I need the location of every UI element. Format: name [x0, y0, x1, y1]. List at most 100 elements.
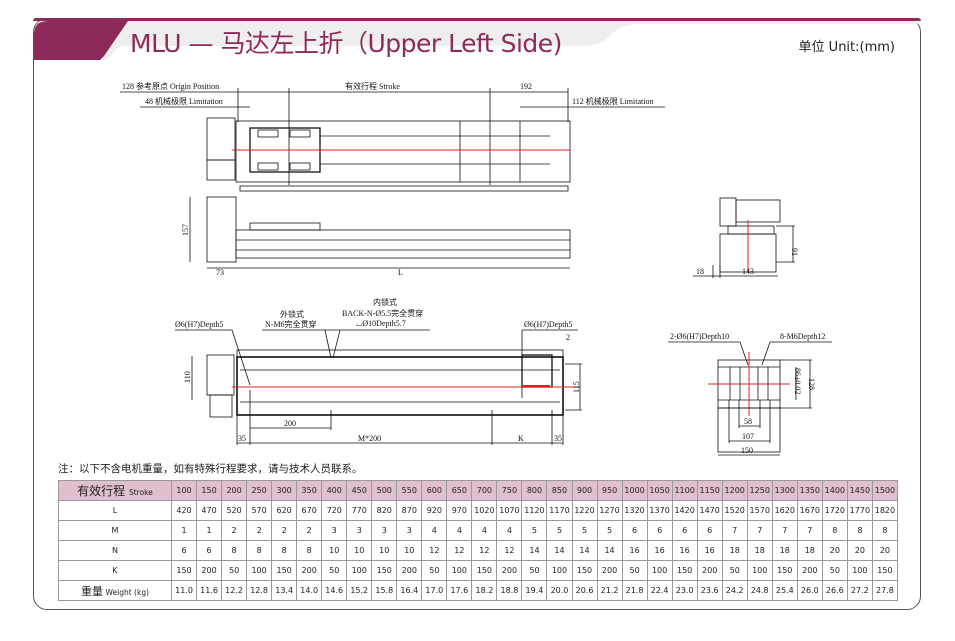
- table-cell: 16.4: [396, 580, 423, 601]
- outer-lock-title: 外锁式: [280, 309, 304, 319]
- table-cell: 10: [346, 540, 373, 561]
- table-cell: 25.4: [771, 580, 798, 601]
- table-cell: 850: [546, 480, 573, 501]
- table-cell: 1200: [721, 480, 748, 501]
- table-cell: 3: [371, 520, 398, 541]
- row-label: N: [58, 540, 172, 561]
- end-view: 91 18 143: [693, 197, 799, 278]
- table-cell: 200: [496, 560, 523, 581]
- table-cell: 20.6: [571, 580, 598, 601]
- table-cell: 20.0: [546, 580, 573, 601]
- table-cell: 1020: [471, 500, 498, 521]
- table-cell: 6: [170, 540, 198, 561]
- table-cell: 18: [771, 540, 798, 561]
- table-cell: 550: [396, 480, 423, 501]
- row-label-sub: Weight (kg): [105, 587, 150, 597]
- table-cell: 20: [821, 540, 848, 561]
- table-cell: 200: [796, 560, 823, 581]
- table-cell: 8: [846, 520, 873, 541]
- inner-lock-counterbore: ⌴Ø10Depth5.7: [356, 319, 406, 328]
- table-cell: 1150: [696, 480, 723, 501]
- table-cell: 8: [821, 520, 848, 541]
- table-cell: 1720: [821, 500, 848, 521]
- dim-m200: M*200: [358, 434, 381, 443]
- table-cell: 11.6: [196, 580, 223, 601]
- table-cell: 1670: [796, 500, 823, 521]
- row-label-text: 有效行程: [77, 484, 126, 498]
- table-cell: 900: [571, 480, 598, 501]
- table-cell: 24.2: [721, 580, 748, 601]
- table-cell: 12.2: [221, 580, 248, 601]
- row-label: 有效行程 Stroke: [58, 480, 172, 501]
- table-cell: 200: [221, 480, 248, 501]
- title-band: [34, 21, 920, 60]
- table-cell: 5: [546, 520, 573, 541]
- table-cell: 1370: [646, 500, 673, 521]
- table-cell: 5: [571, 520, 598, 541]
- table-cell: 750: [496, 480, 523, 501]
- table-cell: 16: [671, 540, 698, 561]
- table-cell: 17.0: [421, 580, 448, 601]
- dim-200: 200: [284, 419, 296, 428]
- dim-35-left: 35: [238, 434, 246, 443]
- table-cell: 14: [521, 540, 548, 561]
- row-label-text: K: [112, 566, 118, 575]
- table-cell: 23.6: [696, 580, 723, 601]
- pin-right-label: Ø6(H7)Depth5: [524, 320, 572, 329]
- table-cell: 300: [271, 480, 298, 501]
- table-cell: 150: [871, 560, 899, 581]
- table-cell: 14.6: [321, 580, 348, 601]
- table-cell: 150: [170, 560, 198, 581]
- table-cell: 1: [170, 520, 198, 541]
- table-cell: 24.8: [746, 580, 773, 601]
- table-cell: 50: [321, 560, 348, 581]
- table-cell: 50: [521, 560, 548, 581]
- table-cell: 16: [621, 540, 648, 561]
- table-cell: 1070: [496, 500, 523, 521]
- table-cell: 700: [471, 480, 498, 501]
- table-cell: 8: [296, 540, 323, 561]
- table-cell: 16: [646, 540, 673, 561]
- dim-157: 157: [181, 224, 190, 236]
- table-cell: 15.2: [346, 580, 373, 601]
- table-cell: 21.8: [621, 580, 648, 601]
- table-cell: 720: [321, 500, 348, 521]
- table-cell: 1500: [871, 480, 899, 501]
- table-cell: 8: [221, 540, 248, 561]
- table-cell: 10: [371, 540, 398, 561]
- table-cell: 10: [321, 540, 348, 561]
- table-cell: 6: [196, 540, 223, 561]
- table-cell: 200: [696, 560, 723, 581]
- dim-18: 18: [696, 267, 704, 276]
- row-label-text: L: [112, 506, 118, 515]
- table-cell: 23.0: [671, 580, 698, 601]
- side-view: 157 73 L: [181, 196, 571, 277]
- table-cell: 520: [221, 500, 248, 521]
- dim-73: 73: [216, 268, 224, 277]
- section-pin-label: 2-Ø6(H7)Depth10: [670, 332, 729, 341]
- table-cell: 800: [521, 480, 548, 501]
- table-cell: 6: [696, 520, 723, 541]
- table-cell: 100: [746, 560, 773, 581]
- dim-115: 115: [572, 381, 581, 393]
- dim-L: L: [398, 268, 403, 277]
- table-cell: 400: [321, 480, 348, 501]
- table-cell: 100: [846, 560, 873, 581]
- inner-lock-spec: BACK-N-Ø5.5完全贯穿: [342, 308, 423, 318]
- technical-drawing: 128 参考原点 Origin Position 有效行程 Stroke 192…: [120, 81, 832, 456]
- table-cell: 1570: [746, 500, 773, 521]
- table-cell: 1620: [771, 500, 798, 521]
- table-cell: 14.0: [296, 580, 323, 601]
- table-cell: 820: [371, 500, 398, 521]
- table-cell: 1050: [646, 480, 673, 501]
- table-cell: 420: [170, 500, 198, 521]
- table-cell: 50: [621, 560, 648, 581]
- table-cell: 2: [271, 520, 298, 541]
- table-cell: 8: [871, 520, 899, 541]
- table-cell: 150: [271, 560, 298, 581]
- table-cell: 1350: [796, 480, 823, 501]
- table-cell: 100: [346, 560, 373, 581]
